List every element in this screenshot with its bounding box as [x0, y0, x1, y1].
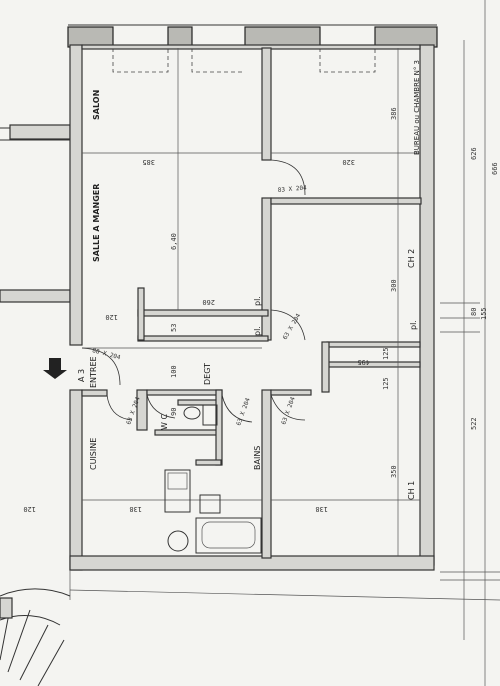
window-4: [374, 26, 438, 48]
dim-door-83: 83 X 204: [278, 184, 308, 194]
dim-125b: 125: [382, 377, 390, 390]
top-dashed-projection: [112, 48, 376, 73]
label-placard-1: pl.: [253, 296, 262, 306]
dim-640: 6,40: [170, 233, 178, 250]
dim-125a: 125: [382, 347, 390, 360]
wall-ch2-placard: [326, 341, 421, 348]
wall-top: [81, 44, 421, 50]
wall-ch1-top: [270, 389, 312, 396]
dim-522: 522: [470, 417, 478, 430]
window-3: [244, 26, 321, 48]
dim-138b: 138: [315, 505, 328, 513]
label-cuisine: CUISINE: [89, 438, 98, 470]
wall-left-lower: [69, 389, 83, 571]
door-bureau: [270, 159, 306, 196]
dim-350: 350: [390, 465, 398, 478]
label-salon: SALON: [92, 90, 101, 120]
window-1: [67, 26, 114, 48]
dim-90: 90: [170, 408, 178, 416]
wall-degt-ch2: [261, 197, 272, 341]
label-salle-a-manger: SALLE A MANGER: [92, 184, 101, 262]
dim-80: 80: [470, 308, 478, 316]
label-a3: A 3: [77, 369, 86, 382]
left-wall-stub-2: [0, 289, 71, 303]
wall-bains-top: [195, 459, 222, 466]
bathtub: [195, 517, 262, 554]
wall-placard-bottom: [137, 335, 269, 342]
wall-wc-inner: [177, 399, 221, 406]
toilet: [183, 406, 201, 420]
dim-385: 385: [142, 158, 155, 166]
wall-placard-left: [137, 287, 145, 341]
dim-155: 155: [480, 307, 488, 320]
kitchen-sink-basin: [167, 472, 188, 490]
dim-300: 300: [390, 279, 398, 292]
door-wc: [146, 394, 176, 419]
door-ch1: [270, 394, 306, 421]
label-placard-2: pl.: [253, 326, 262, 336]
wall-left-upper: [69, 44, 83, 346]
label-bains: BAINS: [253, 446, 262, 470]
dim-320: 320: [342, 158, 355, 166]
entrance-arrow-icon: [43, 358, 67, 379]
door-bains: [221, 394, 253, 423]
door-entree: [81, 347, 121, 386]
door-ch2: [270, 309, 306, 341]
wall-cuisine-top: [81, 389, 108, 397]
outer-dim-ticks: [440, 302, 500, 581]
dim-53: 53: [170, 324, 178, 332]
label-ch2: CH 2: [407, 249, 416, 268]
label-entree: ENTREE: [89, 356, 98, 388]
wall-right: [419, 44, 435, 566]
left-wall-stub: [9, 124, 71, 140]
dim-386: 386: [390, 107, 398, 120]
kitchen-sink: [164, 469, 191, 513]
wall-wc-top: [146, 389, 223, 396]
wall-bottom: [69, 555, 435, 571]
wall-bains-ch1: [261, 389, 272, 559]
spiral-staircase: [0, 588, 71, 686]
wall-salon-bureau: [261, 47, 272, 161]
bottom-dim-line: [69, 589, 500, 601]
wall-bureau-ch2: [270, 197, 422, 205]
label-wc: W C: [160, 414, 169, 430]
dim-120a: 120: [105, 313, 118, 321]
dim-100: 100: [170, 365, 178, 378]
dim-120b: 120: [23, 505, 36, 513]
dim-626: 626: [470, 147, 478, 160]
door-cuisine: [106, 394, 133, 421]
label-bureau: BUREAU ou CHAMBRE N° 3: [413, 60, 421, 155]
dim-138a: 138: [129, 505, 142, 513]
wall-wc-right: [215, 389, 223, 466]
dim-666: 666: [491, 162, 499, 175]
toilet-tank: [202, 404, 218, 426]
wall-placard-left-2: [321, 341, 330, 393]
wall-wc-left: [136, 389, 148, 431]
label-degt: DEGT: [203, 363, 212, 385]
bathtub-inner: [201, 521, 256, 549]
washbasin: [199, 494, 221, 514]
kitchen-hob: [167, 530, 189, 552]
label-placard-3: pl.: [409, 320, 418, 330]
dim-260: 260: [202, 298, 215, 306]
wall-placard-top: [137, 309, 269, 317]
window-2: [167, 26, 193, 48]
wall-placard-ch1: [326, 361, 421, 368]
dim-495: 495: [357, 358, 370, 366]
label-ch1: CH 1: [407, 481, 416, 500]
